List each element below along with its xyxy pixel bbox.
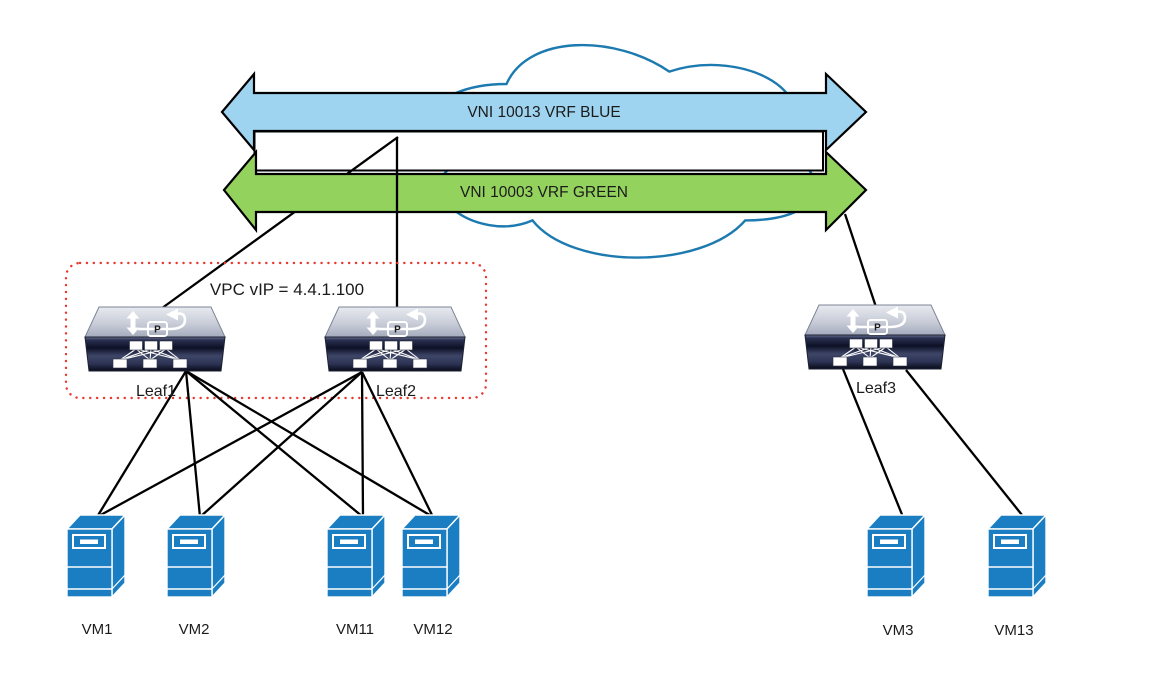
leaf3-switch-icon (803, 303, 947, 371)
vni-blue-arrow (220, 70, 868, 154)
vm3-server-icon (866, 514, 926, 598)
white-band (253, 130, 824, 172)
leaf3-label: Leaf3 (856, 380, 896, 397)
link-leaf2-vm2 (199, 371, 363, 518)
vm13-server-icon (987, 514, 1047, 598)
vm12-label: VM12 (413, 621, 452, 638)
link-leaf3-vm3 (841, 368, 905, 518)
host-links (96, 368, 1023, 519)
vm1-server-icon (66, 514, 126, 598)
link-leaf2-vm12 (360, 371, 435, 518)
leaf2-label: Leaf2 (376, 383, 416, 400)
vm11-label: VM11 (336, 621, 374, 638)
link-leaf1-vm2 (184, 370, 202, 518)
link-leaf2-vm11 (360, 371, 365, 518)
link-leaf1-vm12 (185, 370, 434, 518)
leaf1-label: Leaf1 (136, 383, 176, 400)
vm12-server-icon (401, 514, 461, 598)
vm3-label: VM3 (883, 622, 914, 639)
vpc-label: VPC vIP = 4.4.1.100 (210, 280, 364, 299)
vm1-label: VM1 (82, 621, 113, 638)
vm13-label: VM13 (994, 622, 1033, 639)
leaf1-switch-icon (83, 305, 227, 373)
vni-blue-arrow-label: VNI 10013 VRF BLUE (467, 104, 620, 121)
link-leaf3-vm13 (905, 369, 1023, 516)
vni-green-arrow-label: VNI 10003 VRF GREEN (460, 184, 628, 201)
leaf2-switch-icon (323, 305, 467, 373)
vm2-server-icon (166, 514, 226, 598)
vpc-dotted-border (64, 261, 488, 400)
vm2-label: VM2 (179, 621, 210, 638)
link-leaf1-fabric (157, 136, 399, 312)
link-leaf2-vm1 (96, 370, 363, 519)
link-leaf1-vm1 (96, 370, 187, 518)
link-leaf3-fabric (843, 213, 878, 308)
link-leaf1-vm11 (185, 370, 364, 518)
vm11-server-icon (326, 514, 386, 598)
vni-green-arrow (222, 148, 868, 234)
